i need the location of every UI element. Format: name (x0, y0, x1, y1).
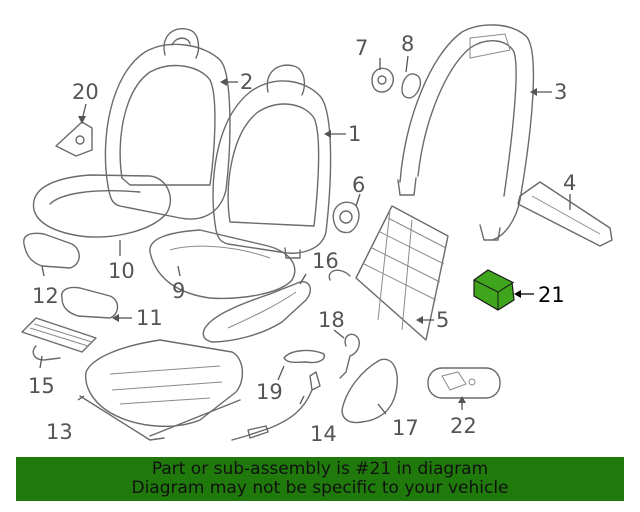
callout-numbers: 1 2 3 4 5 6 7 8 9 10 11 12 13 14 15 16 1… (28, 32, 576, 446)
callout-9: 9 (172, 279, 185, 303)
part-19-handle (283, 349, 325, 364)
callout-17: 17 (392, 416, 419, 440)
callout-3: 3 (554, 80, 567, 104)
callout-16: 16 (312, 249, 339, 273)
callout-21: 21 (538, 283, 565, 307)
part-22-switch-panel (427, 367, 501, 399)
callout-2: 2 (240, 70, 253, 94)
part-2-seat-back-cover (104, 28, 231, 220)
part-20-bracket (55, 121, 93, 157)
part-3-seat-back-frame (397, 24, 535, 241)
leader-lines (39, 55, 571, 415)
callout-18: 18 (318, 308, 345, 332)
part-8-clip (401, 73, 422, 99)
banner-line-part: Part or sub-assembly is #21 in diagram (151, 459, 489, 479)
callout-4: 4 (563, 171, 576, 195)
part-5-spring-mat (328, 205, 449, 341)
callout-22: 22 (450, 414, 477, 438)
part-9-seat-cushion-pad (149, 229, 296, 300)
part-11-pad (61, 286, 119, 319)
part-10-seat-cushion-cover (32, 174, 171, 238)
callout-7: 7 (355, 36, 368, 60)
part-14-cable (231, 371, 321, 441)
callout-14: 14 (310, 422, 337, 446)
callout-5: 5 (436, 308, 449, 332)
info-banner: Part or sub-assembly is #21 in diagram D… (16, 457, 624, 501)
callout-11: 11 (136, 306, 163, 330)
banner-line-disclaimer: Diagram may not be specific to your vehi… (131, 478, 509, 498)
part-12-bolster (23, 232, 80, 269)
callout-10: 10 (108, 259, 135, 283)
callout-19: 19 (256, 380, 283, 404)
callout-8: 8 (401, 32, 414, 56)
callout-13: 13 (46, 420, 73, 444)
part-15-mat (21, 317, 97, 361)
part-13-seat-frame (79, 339, 243, 441)
callout-6: 6 (352, 173, 365, 197)
callout-20: 20 (72, 80, 99, 104)
callout-1: 1 (348, 122, 361, 146)
callout-12: 12 (32, 284, 59, 308)
callout-15: 15 (28, 374, 55, 398)
part-17-side-cover (341, 358, 398, 424)
part-18-bracket (339, 333, 360, 379)
part-4-rail (517, 181, 613, 247)
part-1-seat-back-cover (212, 64, 332, 259)
part-7-clip (371, 67, 394, 93)
part-16-side-trim (202, 281, 311, 343)
seat-parts-diagram: 1 2 3 4 5 6 7 8 9 10 11 12 13 14 15 16 1… (21, 24, 613, 446)
part-21-module (473, 269, 515, 311)
part-6-recliner (332, 201, 360, 234)
